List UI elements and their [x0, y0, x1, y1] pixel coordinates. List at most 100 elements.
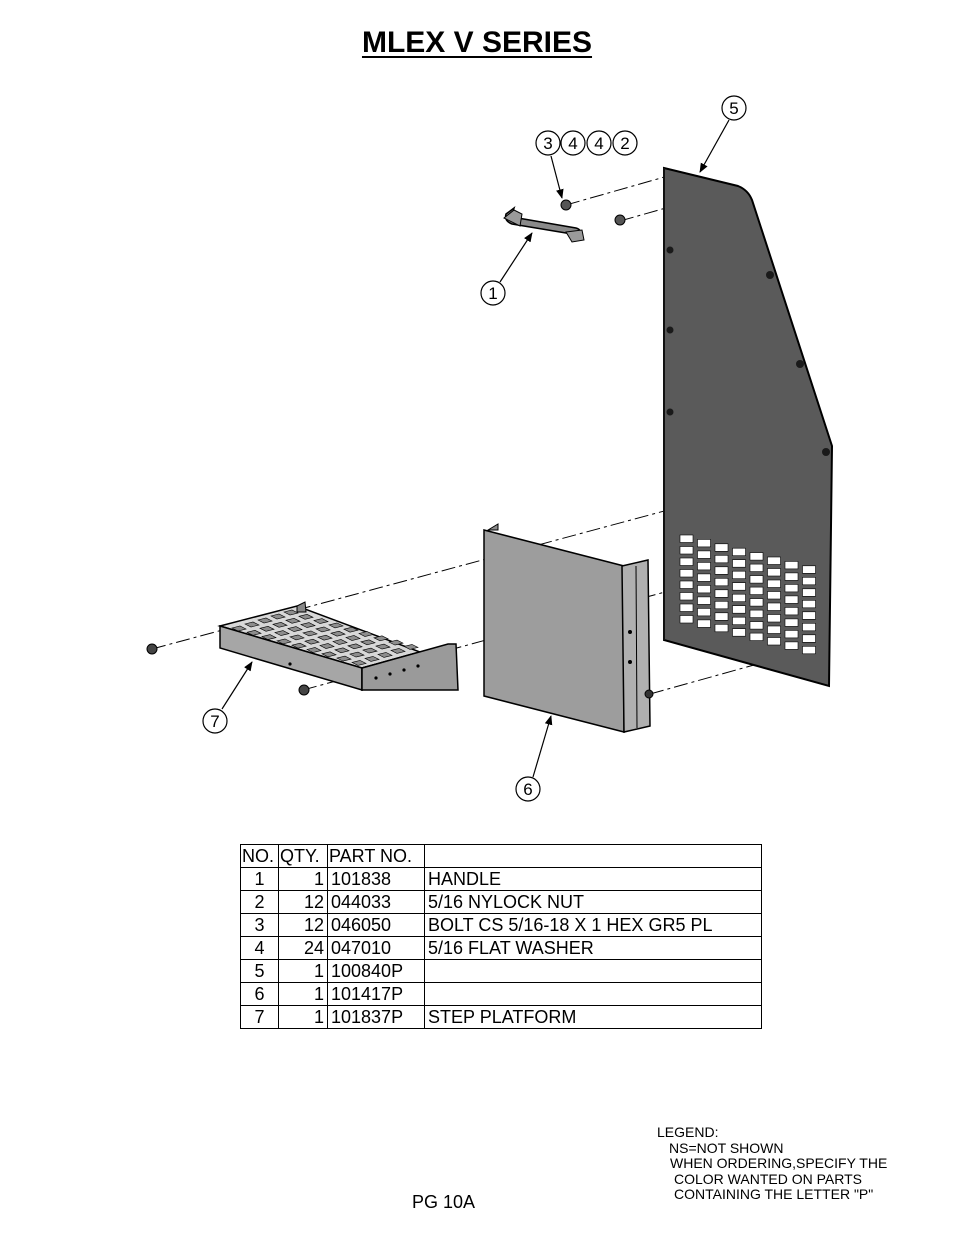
table-row: 1 1 101838 HANDLE [240, 867, 762, 891]
tread-cell [375, 643, 391, 650]
tread-cell [304, 638, 320, 645]
vent-slot [732, 582, 746, 591]
vent-slot [679, 580, 694, 589]
vent-slot [714, 600, 729, 610]
vent-slot [802, 565, 816, 574]
row-qty: 1 [278, 1005, 328, 1029]
tread-cell [403, 644, 419, 650]
vent-slot [784, 584, 799, 593]
callout-1-label: 1 [488, 284, 497, 303]
row-qty: 24 [278, 936, 328, 960]
tread-cell [261, 634, 277, 640]
vent-slot [697, 585, 711, 594]
tread-cell [336, 655, 352, 662]
page-title-text: MLEX V SERIES [361, 26, 593, 59]
row-part-no: 101837P [327, 1005, 425, 1029]
callout-5-label: 5 [729, 99, 738, 118]
callout-group-label-3: 4 [594, 134, 603, 153]
vent-slot [767, 579, 781, 588]
legend: LEGEND: NS=NOT SHOWN WHEN ORDERING,SPECI… [657, 1124, 887, 1203]
vent-slot [767, 602, 781, 611]
row-qty: 1 [278, 982, 328, 1006]
tread-cell [358, 631, 374, 637]
tread-cell [276, 638, 292, 645]
row-qty: 1 [278, 867, 328, 891]
vent-slot [749, 586, 764, 595]
vent-slot [732, 605, 746, 614]
row-description [424, 982, 762, 1006]
row-qty: 12 [278, 890, 328, 914]
vent-slot [784, 595, 799, 604]
vent-slot [714, 554, 729, 564]
tread-cell [313, 618, 329, 624]
vent-slot [784, 572, 799, 581]
vent-slot [784, 630, 799, 639]
tread-cell [373, 635, 389, 642]
parts-table: NO. QTY. PART NO. 1 1 101838 HANDLE 2 12… [240, 844, 762, 1029]
vent-slot [749, 621, 764, 630]
tread-cell [244, 621, 260, 628]
legend-line: COLOR WANTED ON PARTS [674, 1170, 862, 1187]
vent-slot [732, 559, 746, 568]
tread-cell [306, 647, 322, 653]
vent-slot [784, 607, 799, 616]
tread-cell [328, 622, 344, 629]
header-description [424, 844, 762, 868]
cover-part-6 [483, 523, 654, 733]
tread-cell [345, 635, 361, 641]
row-description: BOLT CS 5/16-18 X 1 HEX GR5 PL [424, 913, 762, 937]
vent-slot [767, 625, 781, 634]
row-qty: 12 [278, 913, 328, 937]
table-row: 7 1 101837P STEP PLATFORM [240, 1005, 762, 1029]
tread-cell [319, 643, 335, 649]
vent-slot [697, 608, 711, 617]
vent-slot [784, 561, 799, 570]
tread-cell [317, 634, 333, 641]
vent-slot [732, 616, 746, 626]
vent-slot [732, 593, 746, 603]
tread-cell [390, 648, 406, 654]
row-description: 5/16 FLAT WASHER [424, 936, 762, 960]
row-description: HANDLE [424, 867, 762, 891]
vent-slot [732, 547, 746, 557]
tread-cell [330, 630, 346, 637]
callout-6-label: 6 [523, 780, 532, 799]
tread-cell [257, 617, 273, 624]
vent-slot [802, 576, 816, 586]
vent-slot [784, 641, 799, 650]
vent-slot [749, 552, 764, 561]
handle-part-1 [503, 199, 626, 243]
vent-slot [732, 628, 746, 637]
tread-cell [343, 626, 359, 633]
table-row: 2 12 044033 5/16 NYLOCK NUT [240, 890, 762, 914]
row-part-no: 046050 [327, 913, 425, 937]
header-part-no: PART NO. [327, 844, 425, 868]
vent-slot [714, 543, 729, 552]
row-no: 1 [240, 867, 279, 891]
callout-group-label-2: 4 [568, 134, 577, 153]
vent-slot [749, 609, 764, 618]
vent-slot [697, 539, 711, 548]
vent-slot [697, 562, 711, 571]
vent-slot [767, 637, 781, 646]
vent-slot [679, 615, 694, 624]
vent-slot [697, 550, 711, 559]
vent-slot [679, 557, 694, 566]
callout-group-label-1: 3 [543, 134, 552, 153]
tread-cell [302, 630, 318, 637]
tread-cell [298, 613, 314, 620]
table-row: 4 24 047010 5/16 FLAT WASHER [240, 936, 762, 960]
row-no: 4 [240, 936, 279, 960]
vent-slot [802, 588, 816, 597]
row-description: STEP PLATFORM [424, 1005, 762, 1029]
row-part-no: 047010 [327, 936, 425, 960]
vent-slot [767, 591, 781, 600]
platform-tread [231, 609, 419, 666]
vent-slot [802, 634, 816, 643]
tread-cell [291, 642, 307, 649]
tread-cell [287, 626, 303, 632]
tread-cell [377, 652, 393, 658]
parts-table-header: NO. QTY. PART NO. [240, 844, 762, 868]
tread-cell [246, 629, 262, 636]
panel-vent-grid [679, 534, 816, 655]
